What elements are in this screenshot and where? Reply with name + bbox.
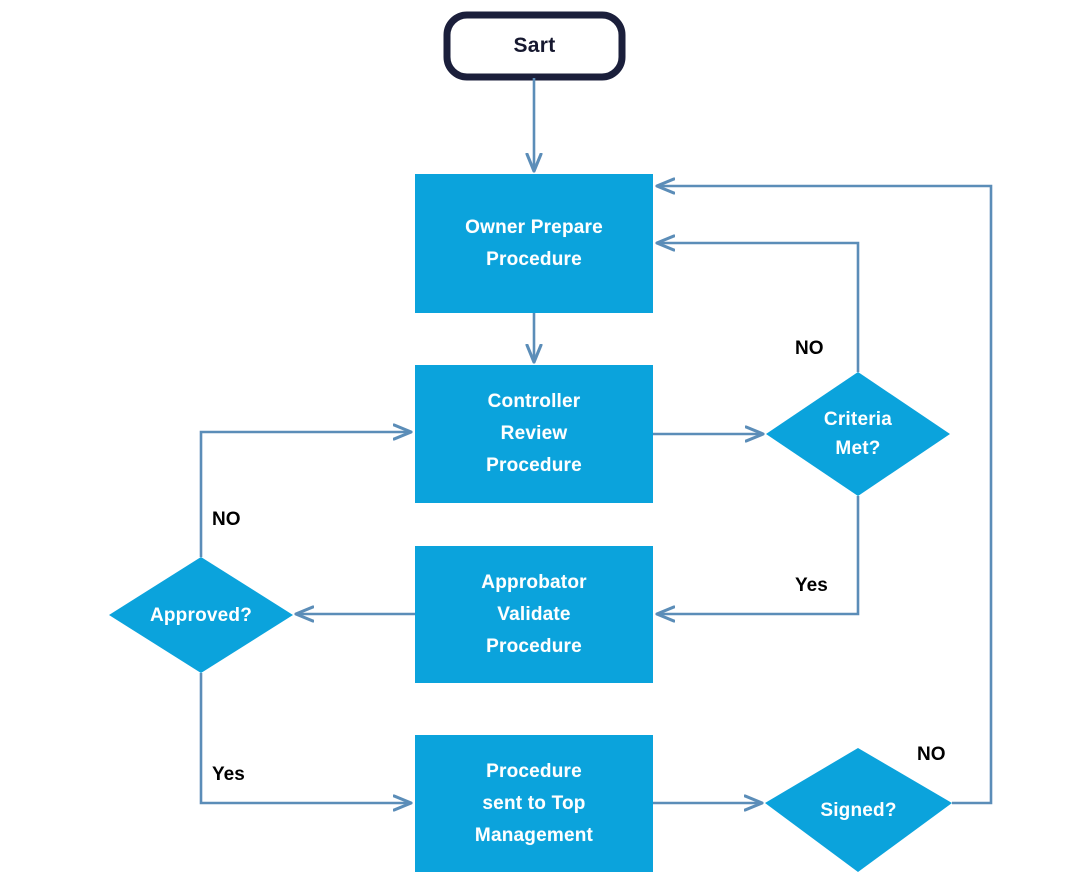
edge-approved-yes-to-sent [199,673,410,803]
edge-label-criteria-no: NO [795,338,824,359]
edge-label-signed-no: NO [917,744,946,765]
node-criteria-met[interactable] [766,372,950,496]
edge-label-approved-yes: Yes [212,764,245,785]
node-start[interactable] [443,11,626,81]
node-signed[interactable] [765,748,952,872]
edge-signed-no-to-owner [658,186,993,805]
edge-criteria-yes-to-approbator [658,496,860,614]
node-approbator-validate[interactable] [415,546,653,683]
node-approved[interactable] [109,557,293,673]
edge-label-criteria-yes: Yes [795,575,828,596]
edge-label-approved-no: NO [212,509,241,530]
node-controller-review[interactable] [415,365,653,503]
node-procedure-sent[interactable] [415,735,653,872]
node-owner-prepare[interactable] [415,174,653,313]
edge-approved-no-to-controller [199,432,410,557]
edge-criteria-no-to-owner [658,243,860,372]
